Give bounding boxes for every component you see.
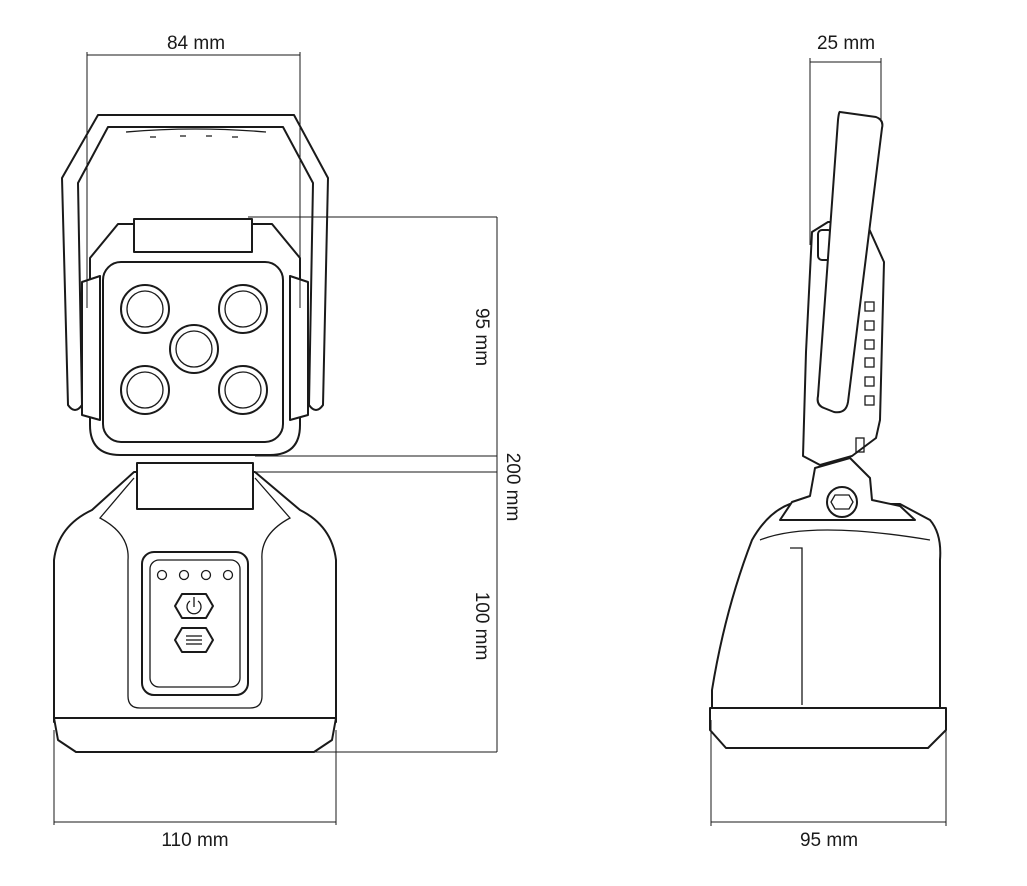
- led-bottom-right: [218, 365, 268, 415]
- side-base: [711, 503, 942, 711]
- dim-front-top-width: 84 mm: [167, 33, 225, 54]
- power-button[interactable]: [174, 593, 214, 619]
- dim-side-base-width: 95 mm: [800, 830, 858, 851]
- side-lamp-head: [816, 110, 884, 414]
- led-center: [169, 324, 219, 374]
- battery-indicator-3: [200, 569, 212, 581]
- dim-front-head-height: 95 mm: [471, 308, 492, 366]
- dim-front-total-height: 200 mm: [502, 453, 523, 522]
- battery-indicator-4: [222, 569, 234, 581]
- side-view: [709, 110, 947, 749]
- dim-side-top-width: 25 mm: [817, 33, 875, 54]
- mode-button[interactable]: [174, 627, 214, 653]
- dim-front-base-width: 110 mm: [161, 830, 228, 851]
- side-base-foot: [709, 707, 947, 749]
- dim-front-base-height: 100 mm: [471, 592, 492, 661]
- front-neck: [136, 462, 254, 510]
- dimension-lines: [53, 52, 947, 826]
- side-button-strip: [855, 301, 875, 453]
- led-bottom-left: [120, 365, 170, 415]
- battery-indicator-1: [156, 569, 168, 581]
- front-view: [53, 114, 337, 753]
- control-panel: [141, 551, 249, 696]
- power-icon: [186, 597, 202, 615]
- pivot-knob: [826, 486, 858, 518]
- front-top-label-plate: [133, 218, 253, 253]
- led-top-right: [218, 284, 268, 334]
- led-top-left: [120, 284, 170, 334]
- led-array: [120, 284, 268, 415]
- battery-indicator-2: [178, 569, 190, 581]
- mode-icon: [186, 635, 202, 645]
